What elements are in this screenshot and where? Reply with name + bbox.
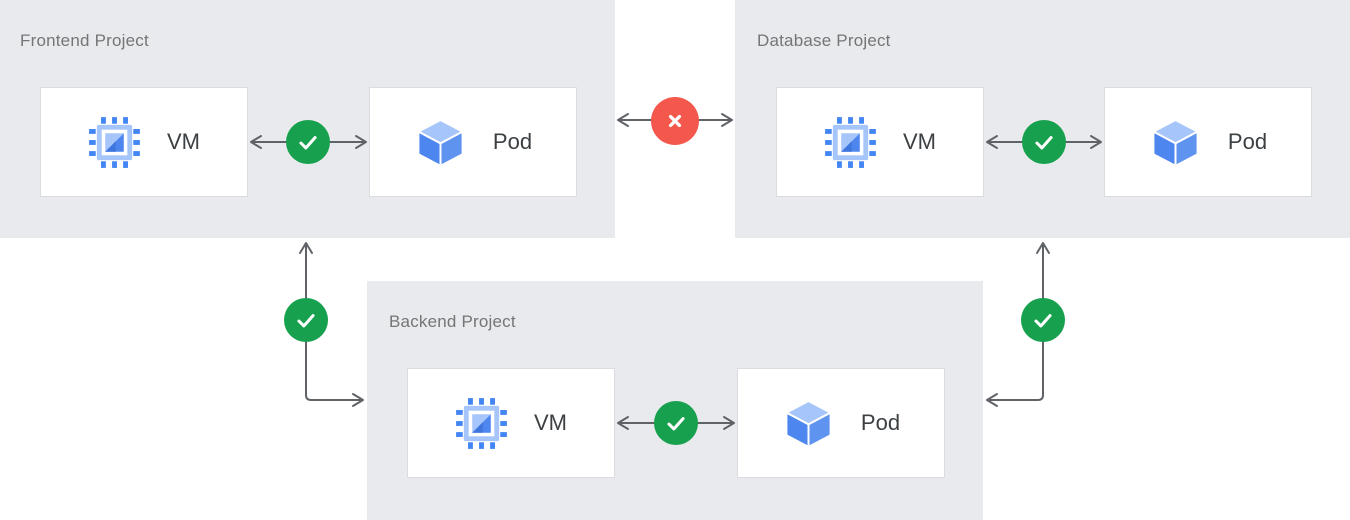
backend-vm-card: VM: [407, 368, 615, 478]
database-pod-label: Pod: [1227, 129, 1268, 154]
database-backend-allowed-badge: [1021, 298, 1065, 342]
backend-vm-pod-allowed-badge: [654, 401, 698, 445]
database-vm-label: VM: [903, 129, 936, 154]
frontend-vm-pod-allowed-badge: [286, 120, 330, 164]
check-icon: [663, 410, 689, 436]
backend-pod-card: Pod: [737, 368, 945, 478]
project-title-database: Database Project: [757, 31, 891, 50]
chip-icon: [824, 116, 877, 169]
database-vm-card: VM: [776, 87, 984, 197]
project-title-frontend: Frontend Project: [20, 31, 149, 50]
chip-icon: [88, 116, 141, 169]
frontend-database-blocked-badge: [651, 97, 699, 145]
check-icon: [295, 129, 321, 155]
backend-vm-label: VM: [534, 410, 567, 435]
frontend-vm-label: VM: [167, 129, 200, 154]
check-icon: [1030, 307, 1056, 333]
frontend-backend-allowed-badge: [284, 298, 328, 342]
chip-icon: [455, 397, 508, 450]
cube-icon: [782, 397, 835, 450]
frontend-vm-card: VM: [40, 87, 248, 197]
frontend-pod-label: Pod: [492, 129, 533, 154]
backend-pod-label: Pod: [860, 410, 901, 435]
frontend-pod-card: Pod: [369, 87, 577, 197]
cross-icon: [661, 107, 689, 135]
check-icon: [293, 307, 319, 333]
cube-icon: [414, 116, 467, 169]
check-icon: [1031, 129, 1057, 155]
database-vm-pod-allowed-badge: [1022, 120, 1066, 164]
cube-icon: [1149, 116, 1202, 169]
project-title-backend: Backend Project: [389, 312, 516, 331]
database-pod-card: Pod: [1104, 87, 1312, 197]
